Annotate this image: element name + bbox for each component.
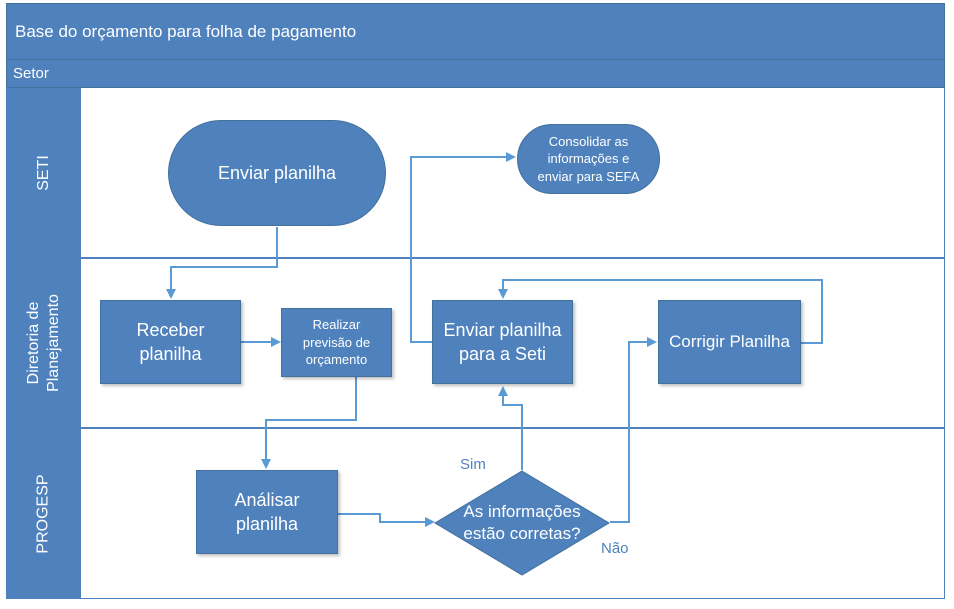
node-corrigir-planilha: Corrigir Planilha — [658, 300, 801, 384]
setor-header: Setor — [6, 60, 945, 88]
diagram-title-text: Base do orçamento para folha de pagament… — [15, 21, 357, 41]
diagram-title: Base do orçamento para folha de pagament… — [6, 3, 945, 60]
node-enviar-planilha-seti-label: Enviar planilha para a Seti — [443, 319, 562, 364]
lane-header-seti: SETI — [7, 88, 81, 257]
node-enviar-planilha-seti: Enviar planilha para a Seti — [432, 300, 573, 384]
node-decisao: As informações estão corretas? — [450, 495, 594, 551]
lane-label-progesp: PROGESP — [35, 473, 53, 554]
node-receber-planilha-label: Receber planilha — [136, 319, 205, 364]
node-consolidar-label: Consolidar as informações e enviar para … — [537, 133, 640, 184]
node-corrigir-planilha-label: Corrigir Planilha — [669, 331, 790, 351]
node-enviar-planilha: Enviar planilha — [168, 120, 386, 226]
lane-label-diretoria: Diretoria de Planejamento — [25, 294, 62, 392]
lane-header-diretoria: Diretoria de Planejamento — [7, 259, 81, 427]
node-realizar-previsao: Realizar previsão de orçamento — [281, 308, 392, 377]
node-realizar-previsao-label: Realizar previsão de orçamento — [302, 317, 371, 368]
node-receber-planilha: Receber planilha — [100, 300, 241, 384]
node-consolidar: Consolidar as informações e enviar para … — [517, 124, 660, 194]
edge-label-nao: Não — [601, 540, 629, 557]
node-decisao-label: As informações estão corretas? — [463, 501, 581, 543]
setor-label: Setor — [13, 65, 49, 82]
lane-seti: SETI — [6, 88, 945, 258]
node-decisao-shape — [434, 470, 610, 576]
edge-label-sim: Sim — [460, 456, 486, 473]
node-analisar-planilha-label: Análisar planilha — [234, 489, 300, 534]
node-enviar-planilha-label: Enviar planilha — [217, 162, 337, 183]
node-analisar-planilha: Análisar planilha — [196, 470, 338, 554]
lane-header-progesp: PROGESP — [7, 429, 81, 598]
lane-label-seti: SETI — [35, 154, 52, 191]
